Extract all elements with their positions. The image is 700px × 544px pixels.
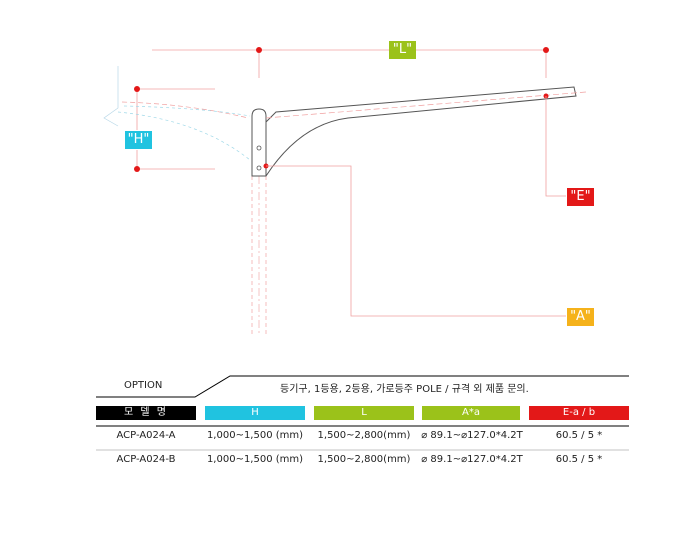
option-text: 등기구, 1등용, 2등용, 가로등주 POLE / 규격 외 제품 문의. bbox=[280, 384, 529, 395]
cell-L: 1,500~2,800(mm) bbox=[317, 430, 411, 441]
cell-E-a-b: 60.5 / 5 * bbox=[555, 430, 603, 441]
table-row: ACP-A024-A 1,000~1,500 (mm) 1,500~2,800(… bbox=[96, 426, 629, 450]
table-lines bbox=[96, 425, 629, 451]
label-A: "A" bbox=[567, 308, 594, 326]
label-H: "H" bbox=[125, 131, 152, 149]
option-separator bbox=[96, 375, 629, 398]
pole bbox=[251, 176, 267, 335]
mounting-sleeve bbox=[251, 108, 267, 177]
leader-A bbox=[266, 165, 566, 317]
dimension-H bbox=[134, 86, 215, 172]
header-model: 모 델 명 bbox=[96, 406, 196, 420]
table-row: ACP-A024-B 1,000~1,500 (mm) 1,500~2,800(… bbox=[96, 450, 629, 474]
label-E: "E" bbox=[567, 188, 594, 206]
cell-model: ACP-A024-B bbox=[116, 454, 176, 465]
cell-E-a-b: 60.5 / 5 * bbox=[555, 454, 603, 465]
header-H: H bbox=[205, 406, 305, 420]
header-L: L bbox=[314, 406, 414, 420]
cell-A-a: ⌀ 89.1~⌀127.0*4.2T bbox=[421, 454, 523, 465]
cell-model: ACP-A024-A bbox=[116, 430, 176, 441]
cell-H: 1,000~1,500 (mm) bbox=[206, 430, 304, 441]
leader-E bbox=[545, 96, 566, 197]
ghost-arm-left bbox=[103, 66, 251, 161]
cell-L: 1,500~2,800(mm) bbox=[317, 454, 411, 465]
dimension-L bbox=[152, 47, 549, 78]
lamp-arm bbox=[263, 86, 587, 177]
cell-H: 1,000~1,500 (mm) bbox=[206, 454, 304, 465]
cell-A-a: ⌀ 89.1~⌀127.0*4.2T bbox=[421, 430, 523, 441]
header-A-a: A*a bbox=[422, 406, 520, 420]
option-label: OPTION bbox=[124, 380, 163, 391]
header-E-a-b: E-a / b bbox=[529, 406, 629, 420]
label-L: "L" bbox=[389, 41, 416, 59]
